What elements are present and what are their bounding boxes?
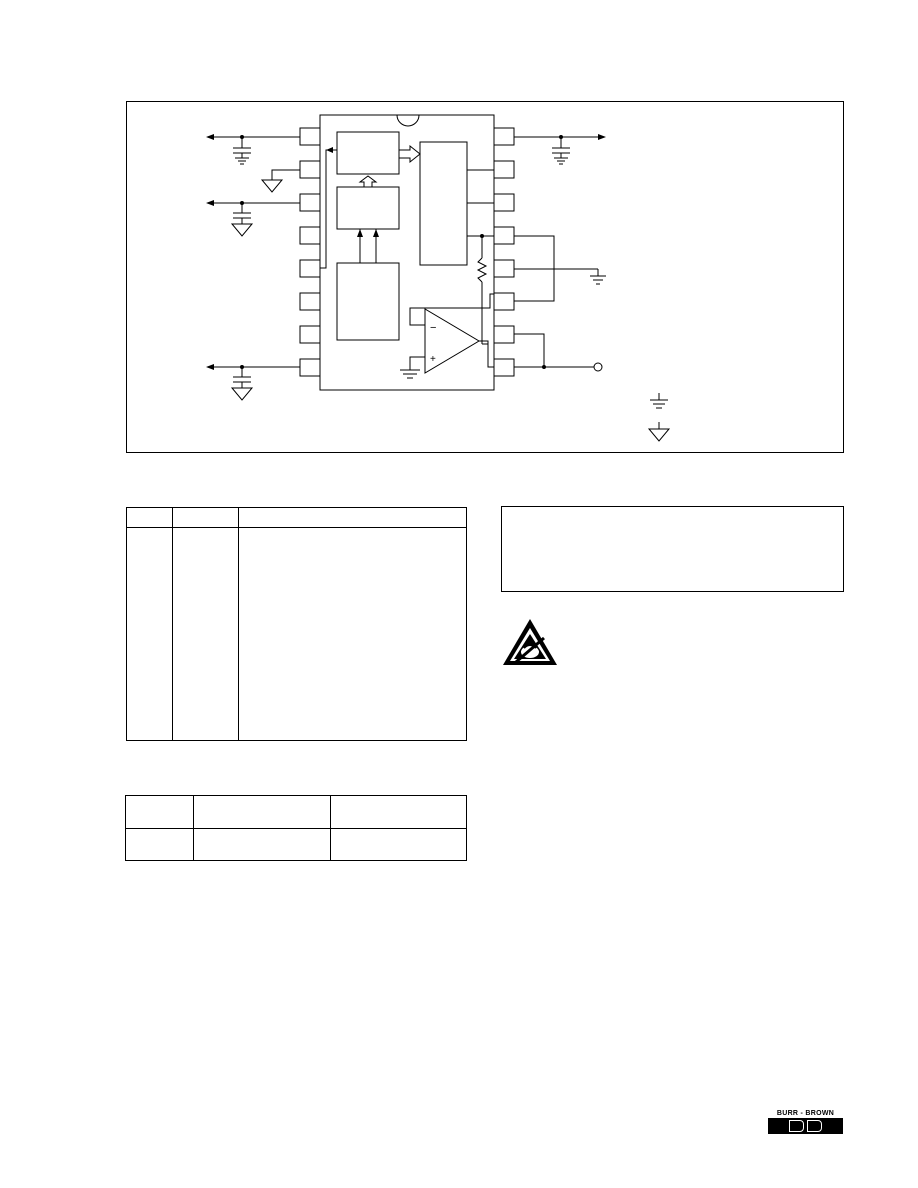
pin-description-table bbox=[126, 507, 467, 741]
esd-warning-icon bbox=[503, 619, 557, 665]
table-header-cell bbox=[172, 507, 239, 528]
control-logic-block bbox=[336, 262, 400, 341]
opamp-minus-sign: − bbox=[430, 322, 436, 334]
table-row bbox=[125, 795, 467, 829]
table-header-cell bbox=[238, 507, 467, 528]
table-header-cell bbox=[126, 507, 173, 528]
table-cell bbox=[172, 527, 239, 741]
opamp-plus-sign: + bbox=[430, 354, 436, 365]
table-cell bbox=[330, 828, 467, 861]
input-register-block bbox=[336, 131, 400, 175]
dac-block bbox=[419, 141, 468, 266]
table-header-cell bbox=[125, 795, 194, 829]
dac-register-block bbox=[336, 186, 400, 230]
notice-box bbox=[501, 506, 844, 592]
table-row bbox=[125, 828, 467, 861]
table-row bbox=[126, 507, 467, 528]
output-amplifier bbox=[424, 308, 480, 374]
bus-arrow-up bbox=[358, 175, 378, 187]
ground-icon bbox=[649, 393, 669, 409]
table-row bbox=[126, 527, 467, 741]
table-header-cell bbox=[330, 795, 467, 829]
logo-wordmark: BURR - BROWN bbox=[776, 1110, 835, 1117]
table-cell bbox=[125, 828, 194, 861]
ic-package bbox=[319, 114, 495, 391]
table-cell bbox=[126, 527, 173, 741]
right-pins bbox=[493, 127, 515, 377]
block-diagram-frame bbox=[126, 101, 844, 453]
table-cell bbox=[238, 527, 467, 741]
vout-terminal bbox=[593, 362, 603, 372]
ic-notch bbox=[396, 114, 420, 127]
analog-ground-icon bbox=[649, 422, 669, 442]
left-pins bbox=[299, 127, 321, 377]
ordering-table bbox=[125, 795, 467, 861]
burr-brown-logo: BURR - BROWN bbox=[768, 1110, 843, 1135]
bus-arrow-right bbox=[399, 144, 421, 164]
logo-bb-mark bbox=[768, 1118, 843, 1134]
table-cell bbox=[193, 828, 331, 861]
table-header-cell bbox=[193, 795, 331, 829]
